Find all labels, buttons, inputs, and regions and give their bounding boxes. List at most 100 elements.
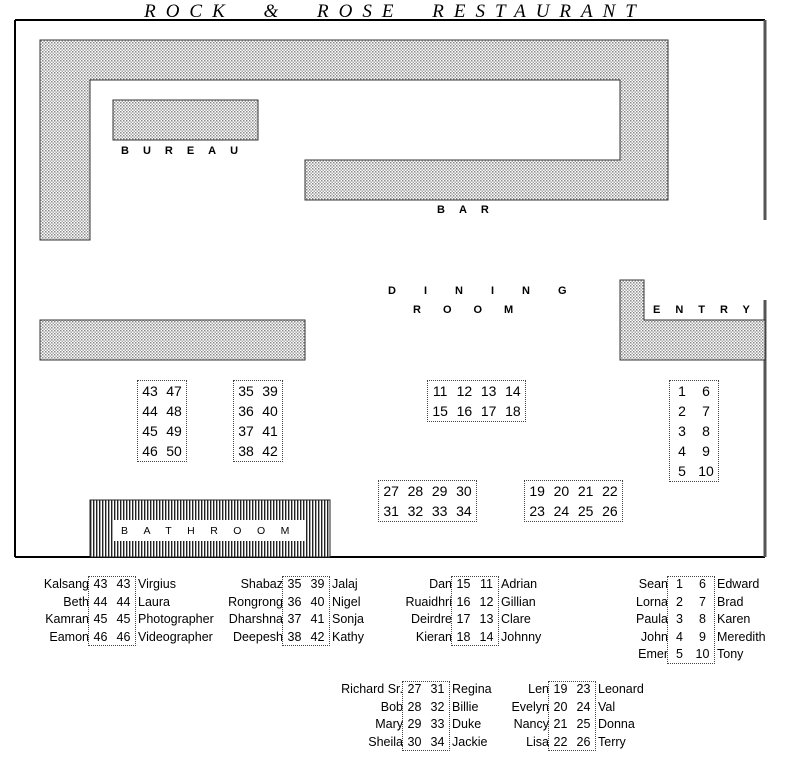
- guest-name-right: Val: [598, 699, 616, 714]
- seat-left: 29: [407, 717, 422, 732]
- guest-name-right: Virgius: [138, 577, 176, 591]
- seat-right: 12: [479, 594, 494, 609]
- seat-right: 45: [116, 612, 131, 627]
- seat-number: 36: [238, 403, 254, 419]
- seat-number: 2: [678, 403, 686, 419]
- restaurant-title: ROCK & ROSE RESTAURANT: [144, 1, 646, 22]
- guest-name-right: Leonard: [598, 682, 644, 696]
- seat-number: 33: [431, 503, 448, 519]
- seat-right: 44: [116, 594, 131, 609]
- guest-name-right: Kathy: [332, 629, 364, 644]
- seat-right: 34: [430, 734, 445, 749]
- seat-number: 38: [238, 443, 254, 459]
- seat-number: 46: [142, 443, 158, 459]
- dining-label: DINING: [388, 285, 595, 297]
- guest-name-left: Dan: [429, 577, 452, 591]
- guest-name-right: Donna: [598, 717, 635, 732]
- seat-left: 36: [287, 594, 302, 609]
- guest-name-left: Kamran: [45, 612, 89, 627]
- guest-name-left: Shabaz: [240, 577, 283, 591]
- seat-right: 32: [430, 699, 445, 714]
- seat-number: 43: [142, 383, 158, 399]
- seat-left: 44: [93, 594, 108, 609]
- seat-box: [282, 576, 330, 647]
- seat-right: 39: [310, 577, 325, 591]
- seat-left: 1: [676, 577, 683, 591]
- guest-name-left: Len: [528, 682, 549, 696]
- room-label: ROOM: [413, 304, 536, 316]
- guest-name-right: Jalaj: [332, 577, 358, 591]
- seat-left: 45: [93, 612, 108, 627]
- seat-left: 18: [456, 629, 471, 644]
- guest-name-right: Clare: [501, 612, 531, 627]
- seat-right: 31: [430, 682, 445, 696]
- guest-name-right: Meredith: [717, 629, 766, 644]
- guest-name-left: Rongrong: [228, 594, 283, 609]
- seat-number: 11: [432, 383, 448, 399]
- guest-name-right: Adrian: [501, 577, 538, 591]
- seat-left: 30: [407, 734, 422, 749]
- seat-number: 20: [553, 483, 570, 499]
- seat-number: 34: [456, 503, 472, 519]
- seat-right: 7: [699, 594, 706, 609]
- seat-number: 8: [702, 423, 710, 439]
- seat-number: 3: [678, 423, 686, 439]
- seat-number: 41: [262, 423, 278, 439]
- seat-left: 37: [287, 612, 302, 627]
- seat-number: 15: [432, 403, 448, 419]
- seat-number: 25: [577, 503, 594, 519]
- seat-number: 42: [262, 443, 278, 459]
- guest-name-left: Deepesh: [232, 629, 283, 644]
- guest-name-left: Richard Sr.: [341, 682, 403, 696]
- seat-right: 26: [576, 734, 591, 749]
- guest-name-right: Tony: [717, 647, 744, 662]
- seat-number: 6: [702, 383, 710, 399]
- seat-number: 22: [602, 483, 618, 499]
- seat-right: 40: [310, 594, 325, 609]
- seat-box: [548, 681, 596, 752]
- guest-name-left: Ruaidhri: [405, 594, 452, 609]
- guest-name-left: Lisa: [526, 734, 549, 749]
- seat-number: 27: [383, 483, 399, 499]
- seat-left: 20: [553, 699, 568, 714]
- guest-name-left: John: [640, 629, 668, 644]
- guest-name-left: Eamon: [49, 629, 89, 644]
- seat-number: 48: [166, 403, 182, 419]
- guest-name-left: Evelyn: [511, 699, 549, 714]
- bureau-label: BUREAU: [121, 145, 253, 157]
- guest-name-left: Kalsang: [43, 577, 89, 591]
- guest-name-right: Johnny: [501, 629, 542, 644]
- guest-name-right: Karen: [717, 612, 751, 627]
- seat-box: [667, 576, 715, 664]
- seat-number: 31: [383, 503, 399, 519]
- seat-box: [451, 576, 499, 647]
- seat-right: 25: [576, 717, 591, 732]
- guest-name-right: Brad: [717, 594, 744, 609]
- bar-label: BAR: [437, 204, 503, 216]
- seat-number: 19: [529, 483, 545, 499]
- seat-number: 35: [238, 383, 254, 399]
- seat-number: 23: [529, 503, 545, 519]
- guest-name-left: Bob: [380, 699, 403, 714]
- seat-right: 8: [699, 612, 706, 627]
- guest-name-right: Edward: [717, 577, 760, 591]
- seat-number: 29: [431, 483, 448, 499]
- seat-right: 14: [479, 629, 494, 644]
- guest-name-left: Sean: [638, 577, 668, 591]
